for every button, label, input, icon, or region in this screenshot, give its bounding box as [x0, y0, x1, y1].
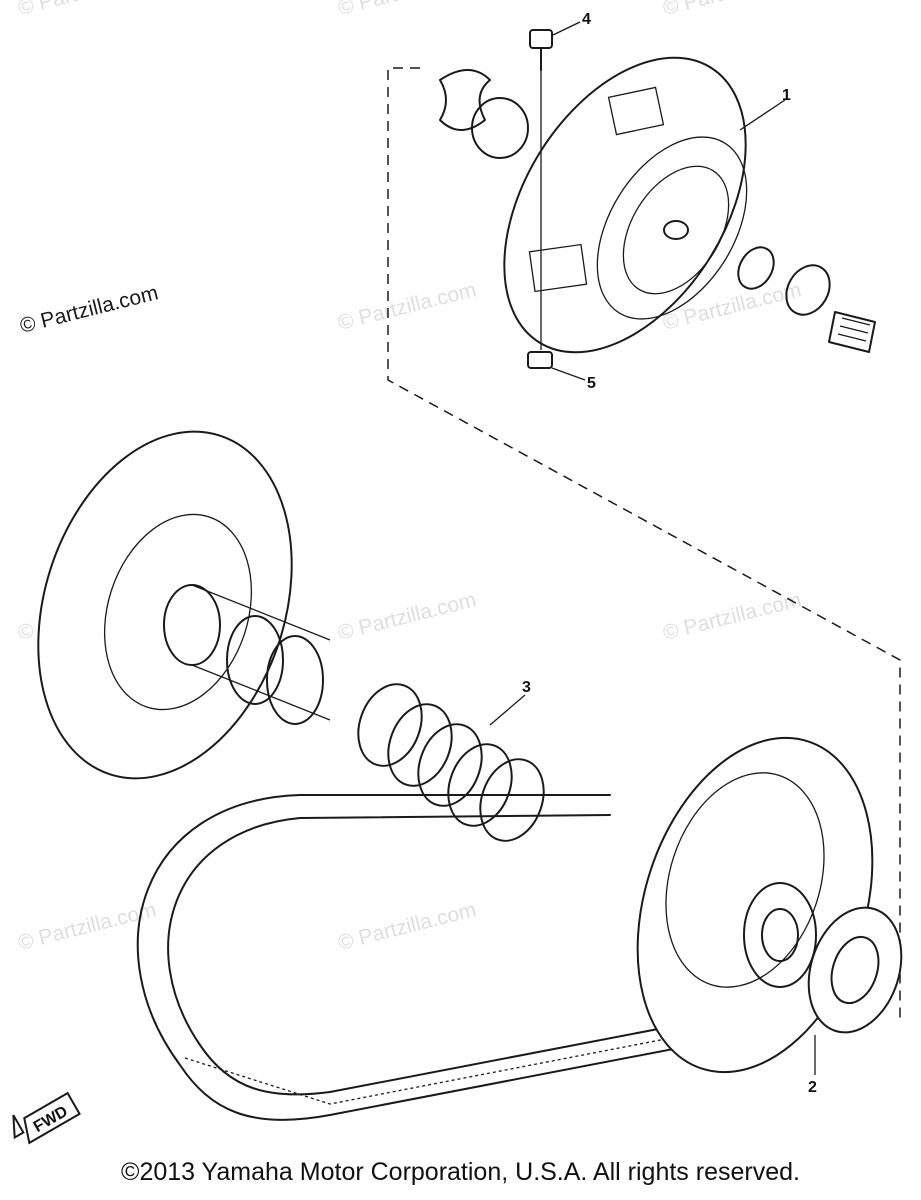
callout-5: 5: [587, 375, 596, 392]
watermark: © Partzilla.com: [661, 0, 804, 20]
copyright-notice: ©2013 Yamaha Motor Corporation, U.S.A. A…: [121, 1158, 800, 1186]
secondary-sheave: [636, 736, 903, 1074]
callout-3: 3: [522, 679, 531, 696]
fwd-arrow-icon: FWD: [12, 1091, 81, 1145]
watermark: © Partzilla.com: [336, 898, 479, 955]
watermark: © Partzilla.com: [336, 278, 479, 335]
drive-belt: [136, 794, 721, 1121]
watermark: © Partzilla.com: [661, 588, 804, 645]
callout-1: 1: [782, 87, 791, 104]
watermark: © Partzilla.com: [16, 0, 159, 20]
primary-sheave: [37, 430, 331, 780]
sheave-assembly-upper: [439, 29, 876, 369]
assembly-outline: [387, 67, 901, 1020]
watermark: © Partzilla.com: [336, 0, 479, 20]
watermark: © Partzilla.com: [336, 588, 479, 645]
callouts: 1 2 3 4 5: [489, 11, 817, 1096]
spring: [357, 683, 545, 842]
callout-2: 2: [808, 1079, 817, 1096]
partzilla-watermark: © Partzilla.com: [18, 281, 161, 338]
callout-4: 4: [582, 11, 591, 28]
